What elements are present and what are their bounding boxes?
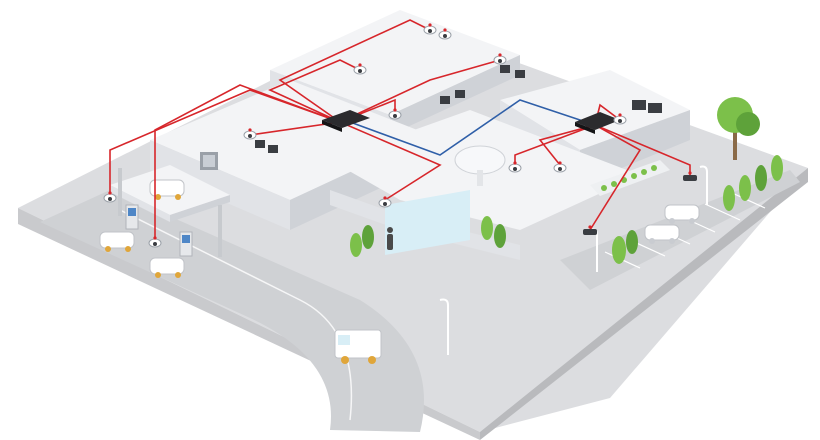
car-icon xyxy=(149,257,185,278)
cameras xyxy=(103,23,697,248)
tree-icon xyxy=(739,175,751,201)
dome-camera-icon xyxy=(243,128,257,140)
street-lamp-icon xyxy=(699,165,708,205)
dome-camera-icon xyxy=(103,191,117,203)
tree-icon xyxy=(481,216,493,240)
dome-camera-icon xyxy=(493,53,507,65)
monitors xyxy=(255,65,662,153)
network-switch-icon xyxy=(575,112,620,134)
tree-icon xyxy=(723,185,735,211)
fuel-pump-icon xyxy=(179,231,193,257)
pillar xyxy=(218,205,222,257)
planter-row xyxy=(601,165,657,191)
network-cables xyxy=(109,19,691,240)
bullet-camera-icon xyxy=(683,171,697,181)
dome-camera-icon xyxy=(148,236,162,248)
tree-icon xyxy=(612,236,626,264)
monitor-icon xyxy=(500,65,510,73)
car-icon xyxy=(99,231,135,252)
monitor-icon xyxy=(632,100,646,110)
dome-camera-icon xyxy=(388,108,402,120)
main-road xyxy=(40,190,424,432)
tree-icon xyxy=(626,230,638,254)
tree-icon xyxy=(362,225,374,249)
blue-uplink-cable xyxy=(349,99,596,156)
monitor-icon xyxy=(268,145,278,153)
cable xyxy=(268,59,361,123)
ground-side-right xyxy=(480,168,808,440)
trees xyxy=(350,97,783,264)
monitor-icon xyxy=(440,96,450,104)
dome-sculpture xyxy=(454,145,506,186)
van-icon xyxy=(334,329,382,364)
tree-icon xyxy=(494,224,506,248)
pillar xyxy=(118,168,122,216)
dome-camera-icon xyxy=(438,28,452,40)
monitor-icon xyxy=(515,70,525,78)
fuel-pump-icon xyxy=(125,204,139,230)
dome-camera-icon xyxy=(423,23,437,35)
network-switch-icon xyxy=(322,110,370,132)
tree-icon xyxy=(717,97,760,160)
tree-icon xyxy=(350,233,362,257)
dome-camera-icon xyxy=(553,161,567,173)
plaza-glass-front xyxy=(385,190,470,255)
tree-icon xyxy=(771,155,783,181)
plaza-lawn xyxy=(590,160,670,196)
right-roof xyxy=(500,70,690,150)
cable xyxy=(339,59,501,123)
bullet-camera-icon xyxy=(583,225,597,235)
office-wall-left xyxy=(150,140,290,230)
car-icon xyxy=(644,224,680,244)
cable xyxy=(154,84,341,240)
dome-camera-icon xyxy=(378,196,392,208)
person-icon xyxy=(387,227,393,250)
monitor-icon xyxy=(255,140,265,148)
back-roof xyxy=(270,10,520,115)
cable xyxy=(278,19,431,123)
vehicles xyxy=(99,179,700,364)
cable xyxy=(538,124,596,166)
dome-camera-icon xyxy=(508,161,522,173)
car-icon xyxy=(149,179,185,200)
dome-camera-icon xyxy=(613,113,627,125)
car-icon xyxy=(664,204,700,224)
cable xyxy=(339,121,442,201)
street-lamp-icon xyxy=(439,298,449,355)
monitor-icon xyxy=(648,103,662,113)
tree-icon xyxy=(755,165,767,191)
red-cable-group xyxy=(109,19,691,240)
dome-camera-icon xyxy=(353,63,367,75)
canopy-edge-right xyxy=(170,195,230,222)
cable xyxy=(589,124,642,231)
monitor-icon xyxy=(455,90,465,98)
